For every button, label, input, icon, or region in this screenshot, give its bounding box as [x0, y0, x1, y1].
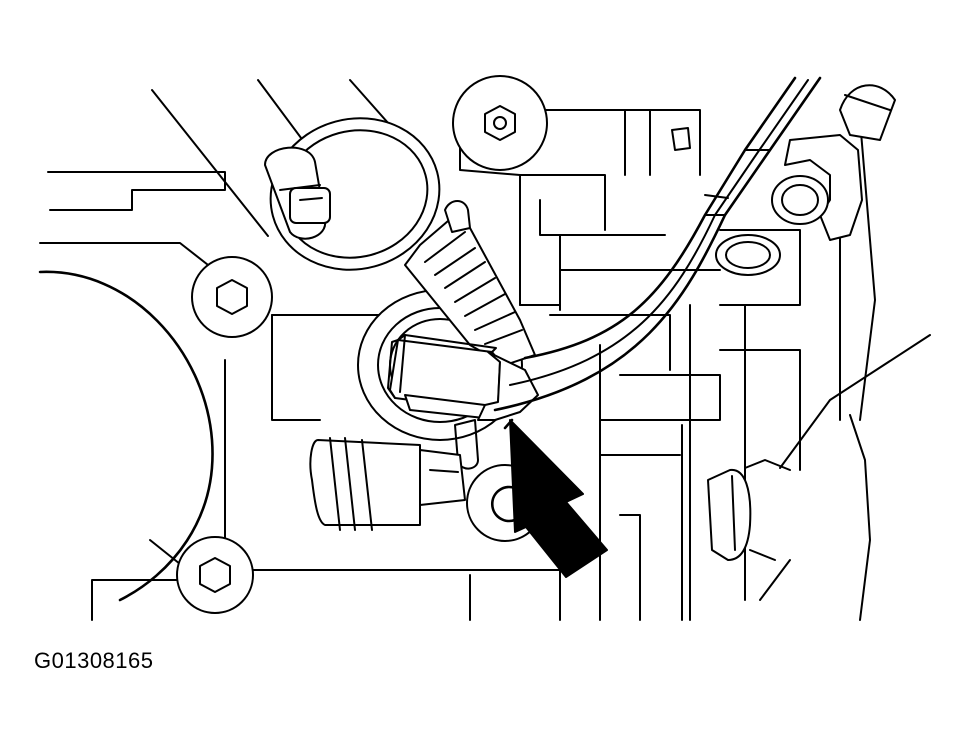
side-plug: [707, 459, 791, 561]
stud-bolt: [264, 146, 331, 240]
hex-bolt-upper-left: [191, 256, 273, 338]
pointer-arrow-icon: [503, 418, 608, 578]
hose-fitting: [309, 437, 466, 531]
grommet: [715, 234, 781, 276]
bracket-tab: [671, 127, 691, 151]
figure-code-label: G01308165: [34, 648, 154, 673]
housing-outlines: [39, 79, 931, 621]
hex-bolt-top: [452, 75, 548, 171]
hex-bolt-lower-left: [176, 536, 254, 614]
wiring-harness: [493, 76, 822, 412]
diagram-drawing: [38, 75, 931, 621]
timing-cover-arc: [38, 270, 214, 602]
harness-clip: [771, 84, 896, 241]
